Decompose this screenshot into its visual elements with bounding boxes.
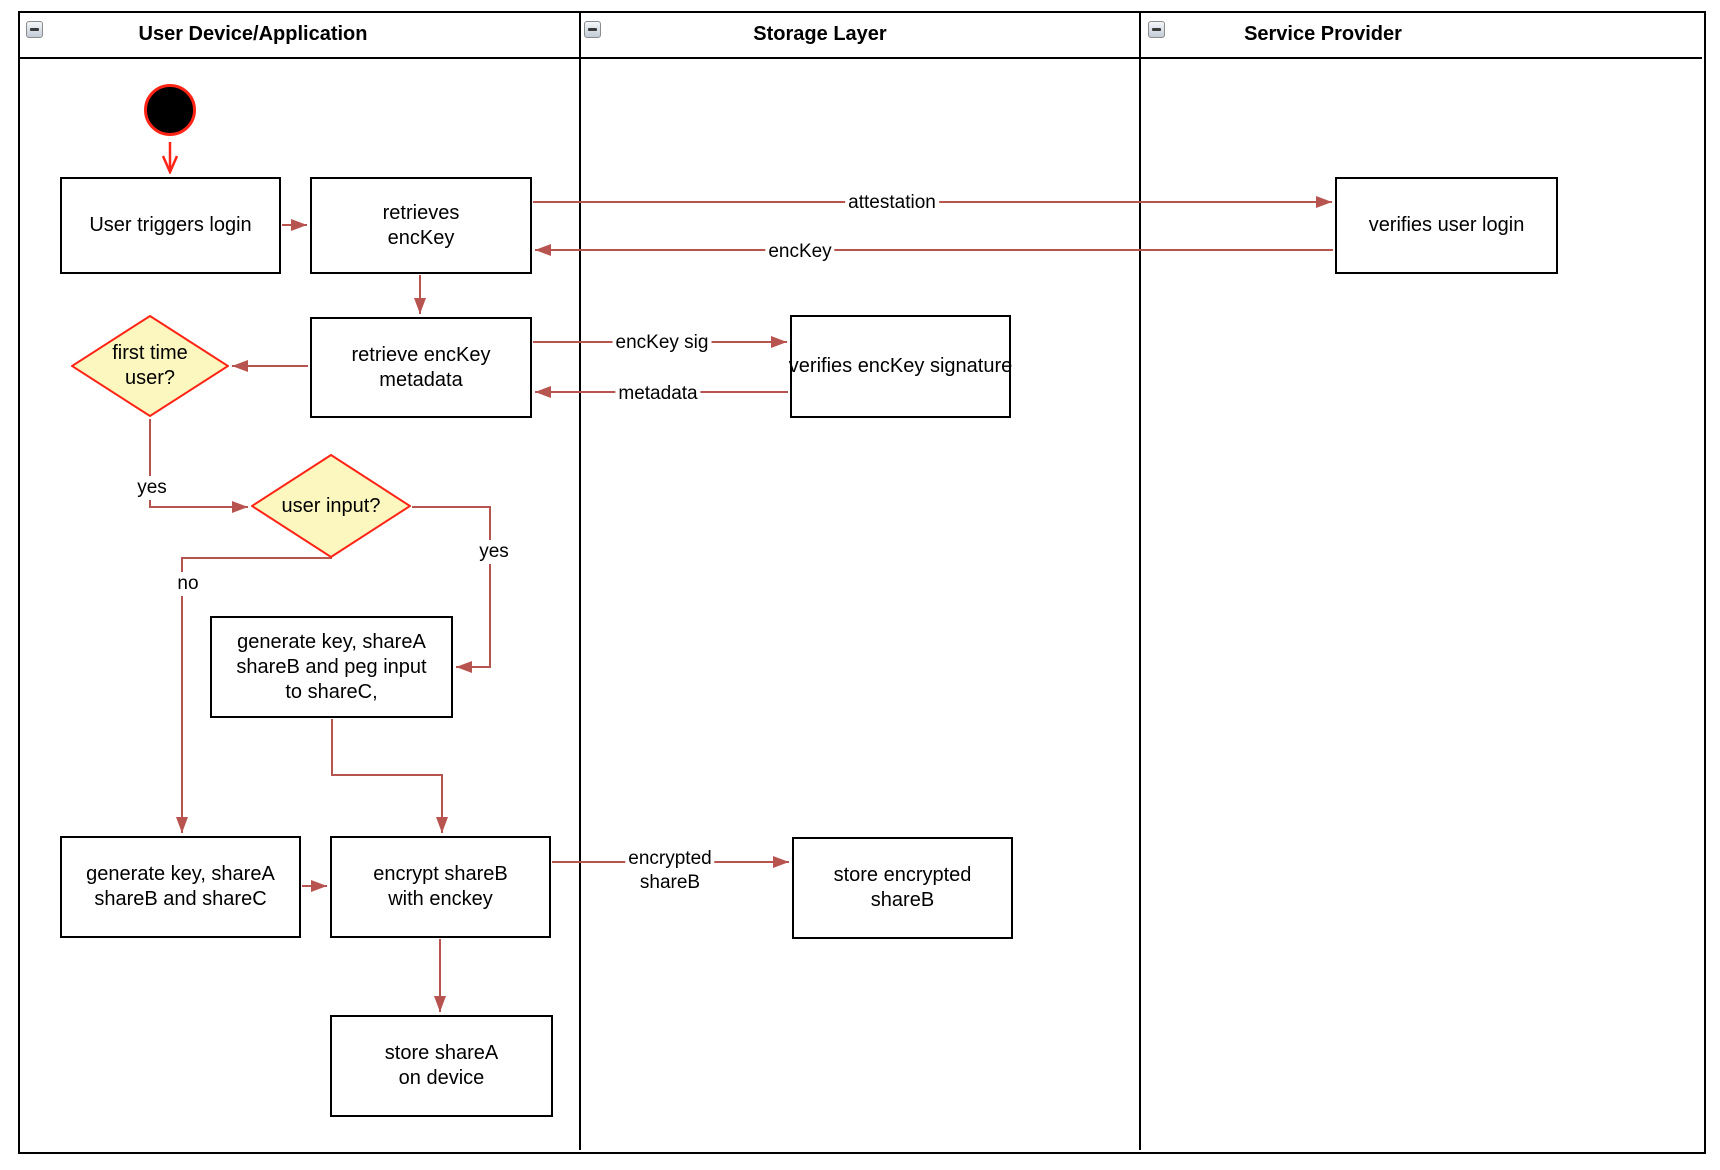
lane-title-user-device[interactable]: User Device/Application [138, 23, 368, 45]
edge-label-enckey-sig: encKey sig [612, 331, 712, 355]
node-generate-key-sharec[interactable]: generate key, shareA shareB and shareC [60, 836, 301, 938]
collapse-button-user-device[interactable] [26, 21, 43, 38]
decision-label: first time user? [112, 342, 188, 389]
node-verifies-enckey-signature[interactable]: verifies encKey signature [789, 315, 1012, 418]
diamond-shape [251, 454, 411, 558]
node-store-sharea-device[interactable]: store shareA on device [330, 1015, 553, 1117]
edge-first-time-yes[interactable] [149, 419, 248, 513]
edge-label-metadata: metadata [615, 382, 701, 406]
edge-label-attestation: attestation [845, 191, 939, 215]
decision-user-input[interactable]: user input? [251, 454, 411, 558]
node-verifies-user-login[interactable]: verifies user login [1335, 177, 1558, 274]
node-generate-key-peg-input[interactable]: generate key, shareA shareB and peg inpu… [210, 616, 453, 718]
minus-icon [30, 28, 39, 31]
node-retrieves-enckey[interactable]: retrieves encKey [310, 177, 532, 274]
node-store-encrypted-shareb[interactable]: store encrypted shareB [792, 837, 1013, 939]
lane-divider-2 [1139, 11, 1141, 1150]
lane-divider-1 [579, 11, 581, 1150]
node-user-triggers-login[interactable]: User triggers login [60, 177, 281, 274]
collapse-button-storage-layer[interactable] [584, 21, 601, 38]
edge-peg-input-to-encrypt[interactable] [331, 719, 448, 833]
minus-icon [1152, 28, 1161, 31]
decision-label: user input? [281, 494, 381, 517]
edge-label-yes-user-input: yes [476, 540, 512, 564]
diamond-shape [71, 315, 229, 417]
lane-title-service-provider[interactable]: Service Provider [1244, 23, 1402, 45]
node-retrieve-enckey-metadata[interactable]: retrieve encKey metadata [310, 317, 532, 418]
edge-label-yes-first-time: yes [134, 476, 170, 500]
decision-first-time-user[interactable]: first time user? [71, 315, 229, 417]
edge-user-input-no[interactable] [176, 557, 332, 833]
minus-icon [588, 28, 597, 31]
start-node[interactable] [144, 84, 196, 136]
lane-title-storage-layer[interactable]: Storage Layer [753, 23, 887, 45]
collapse-button-service-provider[interactable] [1148, 21, 1165, 38]
header-divider [18, 57, 1702, 59]
edge-label-enckey: encKey [765, 240, 835, 264]
edge-label-no-user-input: no [174, 572, 202, 596]
edge-label-encrypted-shareb: encrypted shareB [625, 847, 715, 895]
edge-user-input-yes[interactable] [412, 506, 491, 673]
pool-frame [18, 11, 1706, 1154]
node-encrypt-shareb[interactable]: encrypt shareB with enckey [330, 836, 551, 938]
